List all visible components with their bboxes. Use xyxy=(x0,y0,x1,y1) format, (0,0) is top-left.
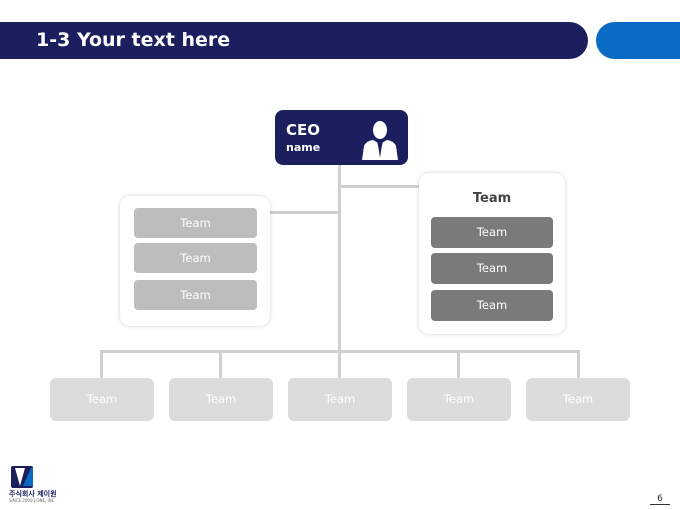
title-bar: 1-3 Your text here xyxy=(0,22,588,59)
left-team-box-1: Team xyxy=(134,208,257,238)
company-tagline: SINCE 2000 J-ONE, INC xyxy=(9,498,55,503)
bottom-team-box-4: Team xyxy=(407,378,511,421)
connector-ceo-trunk xyxy=(338,165,341,353)
right-team-box-1: Team xyxy=(431,217,553,248)
bottom-team-box-3: Team xyxy=(288,378,392,421)
ceo-title: CEO xyxy=(286,121,321,139)
connector-drop-5 xyxy=(577,350,580,378)
connector-drop-1 xyxy=(100,350,103,378)
left-team-box-2: Team xyxy=(134,243,257,273)
bottom-team-box-1: Team xyxy=(50,378,154,421)
title-accent-shape xyxy=(596,22,680,59)
page-title: 1-3 Your text here xyxy=(36,29,231,51)
connector-left-branch xyxy=(270,211,339,214)
right-team-box-3: Team xyxy=(431,290,553,321)
right-team-box-2: Team xyxy=(431,253,553,284)
connector-right-branch xyxy=(340,185,420,188)
company-logo-icon xyxy=(11,466,33,488)
page-number: 6 xyxy=(650,494,670,505)
person-icon xyxy=(362,121,398,160)
right-group-title: Team xyxy=(472,191,512,206)
ceo-box: CEO name xyxy=(275,110,408,165)
connector-drop-4 xyxy=(457,350,460,378)
connector-drop-2 xyxy=(219,350,222,378)
company-name: 주식회사 제이원 xyxy=(9,490,57,498)
ceo-name: name xyxy=(286,141,321,154)
left-team-box-3: Team xyxy=(134,280,257,310)
connector-drop-3 xyxy=(338,350,341,378)
bottom-team-box-2: Team xyxy=(169,378,273,421)
bottom-team-box-5: Team xyxy=(526,378,630,421)
